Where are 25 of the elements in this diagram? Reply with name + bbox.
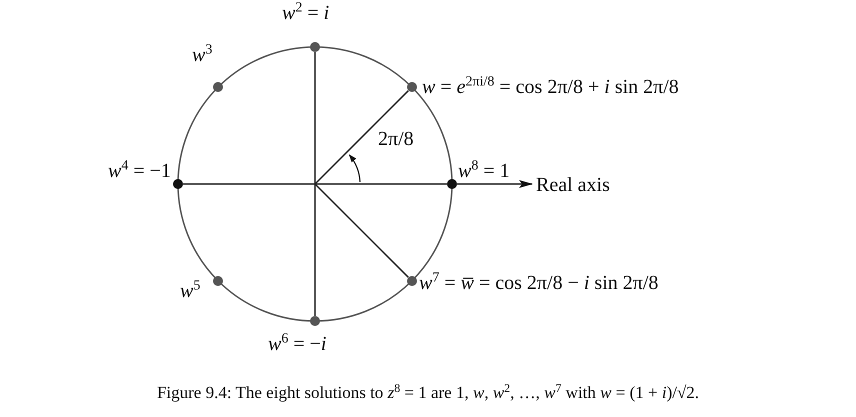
root-point [213, 276, 224, 286]
root-point [310, 316, 320, 326]
radius-line [314, 183, 409, 278]
root-point [447, 179, 457, 189]
radius-line [314, 52, 316, 184]
point-label: w$^{6}$ = −i [268, 333, 326, 355]
point-label: w$^{3}$ [192, 44, 212, 66]
radius-line [314, 90, 409, 185]
root-point [406, 276, 417, 286]
point-label: w$^{4}$ = −1 [108, 160, 171, 182]
root-point [406, 82, 417, 92]
root-point [173, 179, 183, 189]
radius-line [314, 184, 316, 316]
point-label: w$^{7}$ = w̅ = cos 2π/8 − i sin 2π/8 [419, 272, 658, 294]
point-label: w$^{8}$ = 1 [458, 160, 510, 182]
figure-caption: Figure 9.4: The eight solutions to z$^{8}$ = 1 are 1, w, w$^{2}$, …, w$^{7}$ with w = (1 + i)/√2. [156, 383, 700, 403]
angle-label: 2π/8 [378, 128, 414, 150]
point-label: w$^{2}$ = i [282, 2, 330, 24]
axis-label: Real axis [536, 174, 610, 196]
radius-line [183, 183, 447, 185]
point-label: w = e$^{2πi/8}$ = cos 2π/8 + i sin 2π/8 [422, 76, 679, 98]
radius-line [457, 180, 533, 188]
root-point [310, 42, 320, 52]
point-label: w$^{5}$ [180, 280, 200, 302]
root-point [213, 82, 224, 92]
